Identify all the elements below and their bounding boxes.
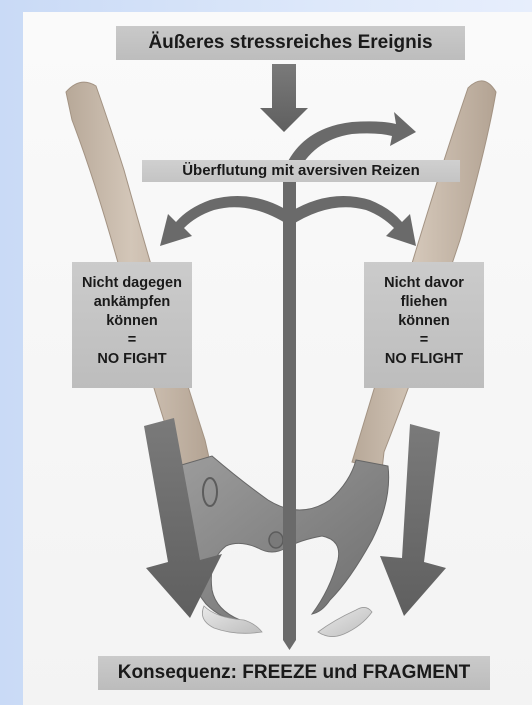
no-flight-line-1: Nicht davor bbox=[384, 274, 464, 293]
consequence-box: Konsequenz: FREEZE und FRAGMENT bbox=[98, 656, 490, 690]
arrow-diagonal-right bbox=[380, 424, 446, 616]
arrow-down-consequence bbox=[283, 612, 296, 650]
flood-label: Überflutung mit aversiven Reizen bbox=[182, 162, 420, 179]
no-flight-line-3: können bbox=[398, 312, 450, 331]
no-fight-line-1: Nicht dagegen bbox=[82, 274, 182, 293]
no-flight-line-2: fliehen bbox=[401, 293, 448, 312]
pincer-right-tip bbox=[318, 607, 372, 636]
event-title: Äußeres stressreiches Ereignis bbox=[148, 32, 432, 53]
curved-arrow-right bbox=[290, 196, 416, 246]
event-title-box: Äußeres stressreiches Ereignis bbox=[116, 26, 465, 60]
pincer-left-tip bbox=[202, 606, 262, 633]
no-fight-line-2: ankämpfen bbox=[94, 293, 171, 312]
no-fight-line-3: können bbox=[106, 312, 158, 331]
no-flight-line-5: NO FLIGHT bbox=[385, 350, 463, 369]
consequence-label: Konsequenz: FREEZE und FRAGMENT bbox=[118, 662, 471, 683]
pincer-rivet-center bbox=[269, 532, 283, 548]
curved-arrow-left bbox=[160, 196, 290, 246]
no-fight-box: Nicht dagegen ankämpfen können = NO FIGH… bbox=[72, 262, 192, 388]
no-fight-line-5: NO FIGHT bbox=[97, 350, 166, 369]
arrow-down-title bbox=[260, 64, 308, 132]
no-flight-line-4: = bbox=[420, 331, 428, 350]
central-bar bbox=[283, 172, 296, 614]
flood-label-box: Überflutung mit aversiven Reizen bbox=[142, 160, 460, 182]
no-fight-line-4: = bbox=[128, 331, 136, 350]
no-flight-box: Nicht davor fliehen können = NO FLIGHT bbox=[364, 262, 484, 388]
